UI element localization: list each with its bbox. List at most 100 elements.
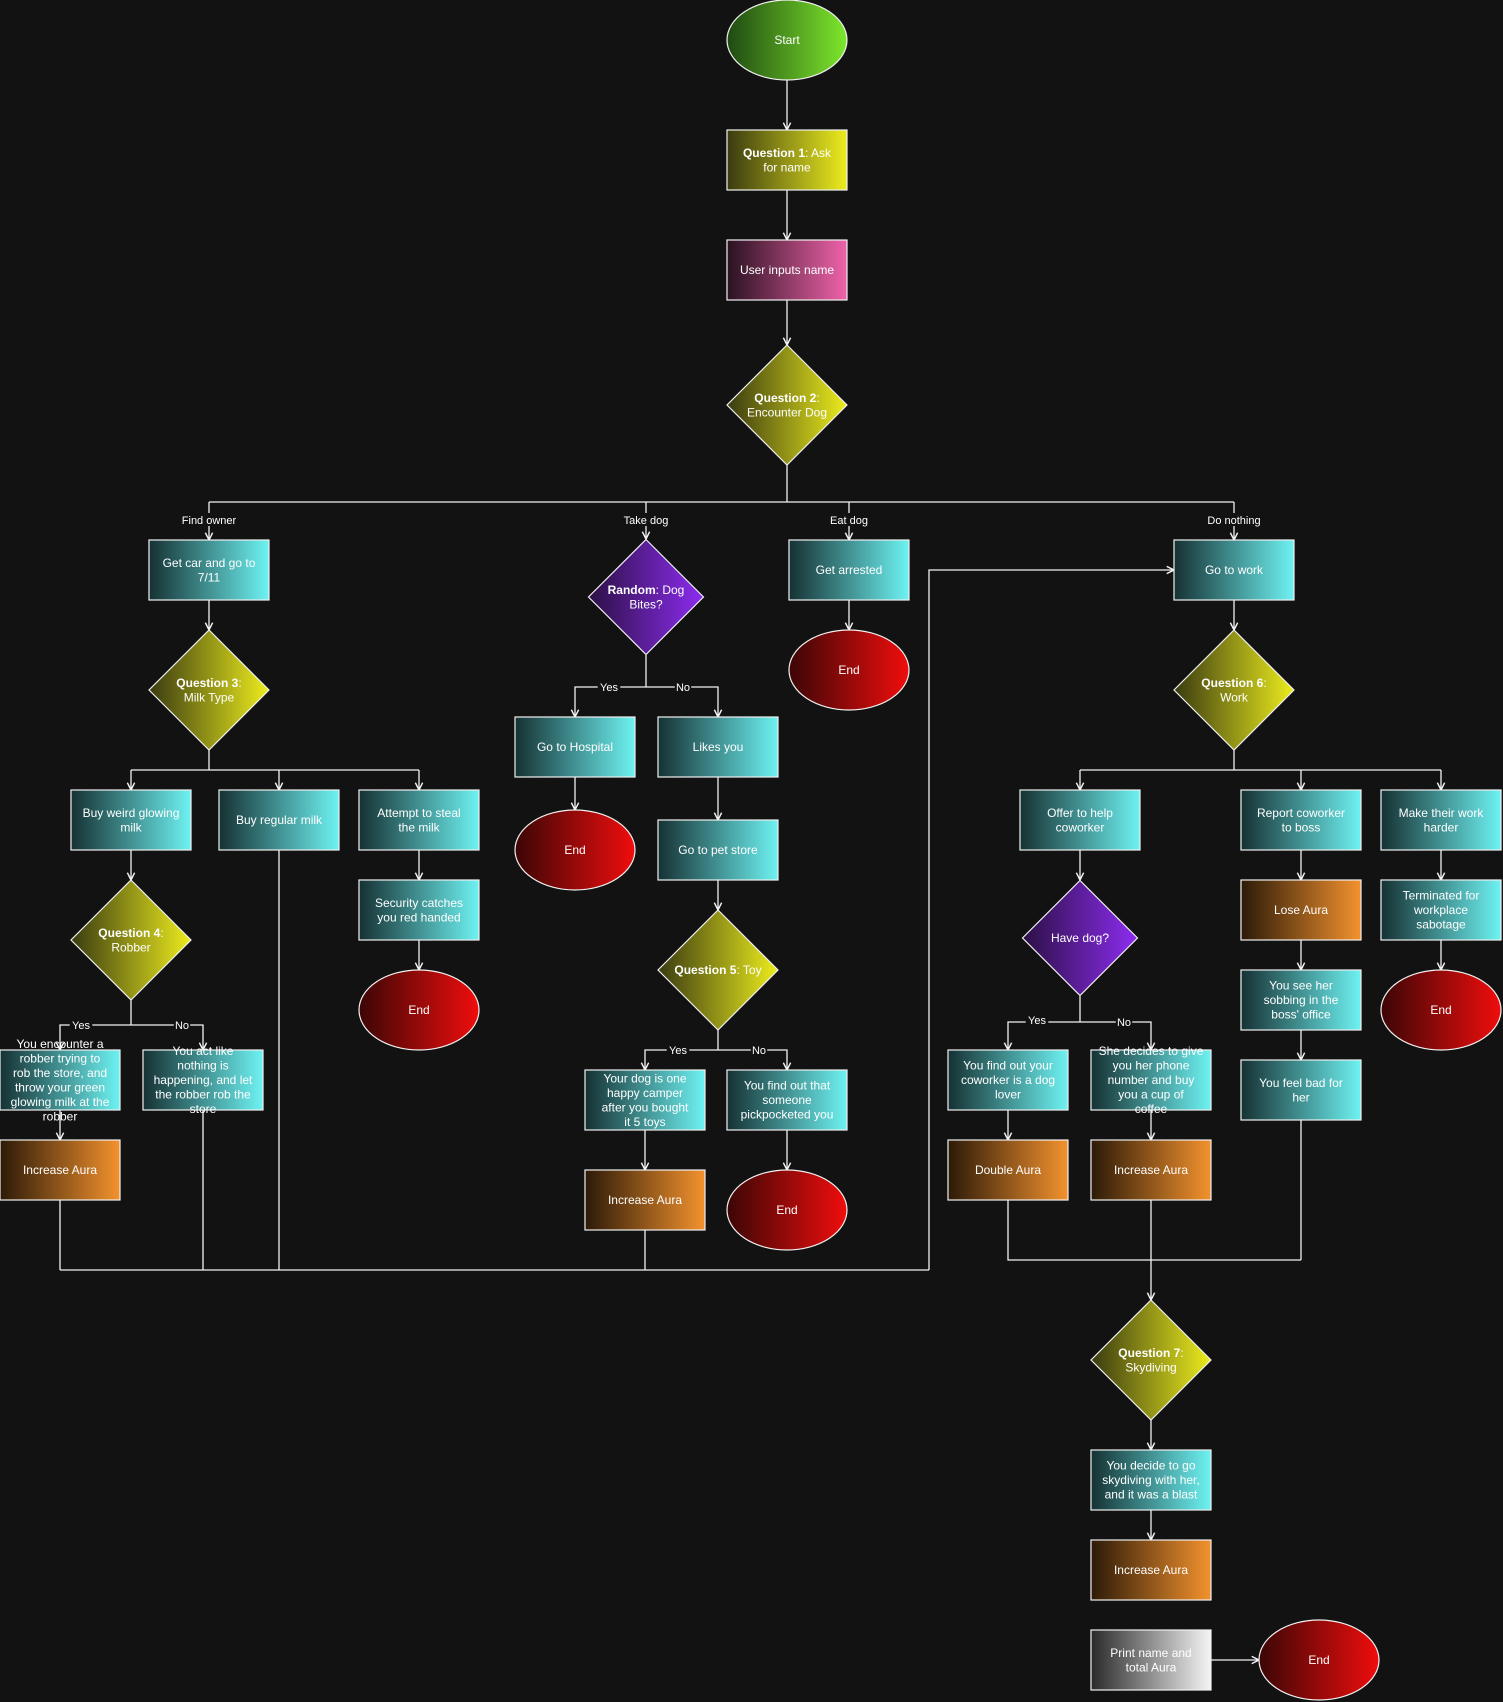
node-start: Start <box>726 0 848 81</box>
edge-label-bg <box>674 680 692 693</box>
node-shape-process <box>1240 1059 1362 1121</box>
node-shape-process <box>1240 879 1362 941</box>
node-q2: Question 2:Encounter Dog <box>726 344 848 466</box>
node-label-end-arrested: End <box>838 663 859 677</box>
node-aura-toy: Increase Aura <box>584 1169 706 1231</box>
edge-q4-no <box>131 1024 203 1050</box>
node-label-hospital: Go to Hospital <box>537 740 613 754</box>
node-end-arrested: End <box>788 629 910 711</box>
node-label-lose-aura: Lose Aura <box>1274 903 1328 917</box>
node-shape-decision <box>657 909 779 1031</box>
edge-random-yes <box>575 686 646 717</box>
node-end-hospital: End <box>514 809 636 891</box>
node-label-end-security: End <box>408 1003 429 1017</box>
node-aura-robber: Increase Aura <box>0 1139 121 1201</box>
node-end-final: End <box>1258 1619 1380 1701</box>
edge-q5-no <box>718 1049 787 1070</box>
node-label-q7: Question 7:Skydiving <box>1118 1346 1183 1375</box>
edge-havedog-no <box>1080 1021 1151 1050</box>
edge-label-find-owner: Find owner <box>182 515 237 527</box>
node-shape-terminal <box>726 1169 848 1251</box>
node-aura-skydive: Increase Aura <box>1090 1539 1212 1601</box>
node-label-aura-coffee: Increase Aura <box>1114 1163 1188 1177</box>
node-shape-process <box>1240 789 1362 851</box>
node-shape-process <box>1173 539 1295 601</box>
node-shape-process <box>657 819 779 881</box>
node-shape-process <box>1090 1629 1212 1691</box>
node-shape-process <box>1380 789 1502 851</box>
node-shape-process <box>0 1139 121 1201</box>
node-shape-process <box>0 1049 121 1111</box>
edge-label-robber-no: No <box>175 1020 189 1032</box>
node-label-aura-toy: Increase Aura <box>608 1193 682 1207</box>
node-end-pickpocket: End <box>726 1169 848 1251</box>
node-shape-process <box>218 789 340 851</box>
node-buy-regular: Buy regular milk <box>218 789 340 851</box>
edge-bus-to-work <box>928 570 1174 1270</box>
node-shape-process <box>788 539 910 601</box>
node-shape-process <box>358 789 480 851</box>
node-q7: Question 7:Skydiving <box>1090 1299 1212 1421</box>
node-label-aura-skydive: Increase Aura <box>1114 1563 1188 1577</box>
node-lose-aura: Lose Aura <box>1240 879 1362 941</box>
node-label-likes-you: Likes you <box>693 740 744 754</box>
node-label-double-aura: Double Aura <box>975 1163 1041 1177</box>
edge-label-bg <box>825 513 873 526</box>
edge-label-do-nothing: Do nothing <box>1207 515 1260 527</box>
node-double-aura: Double Aura <box>947 1139 1069 1201</box>
edge-label-bg <box>1025 1013 1049 1026</box>
node-shape-process <box>358 879 480 941</box>
node-shape-process <box>584 1169 706 1231</box>
edge-label-bg <box>750 1043 768 1056</box>
edge-label-bg <box>1115 1015 1133 1028</box>
edge-random-no <box>646 686 718 717</box>
node-shape-decision <box>587 538 705 656</box>
node-likes-you: Likes you <box>657 716 779 778</box>
node-label-q6: Question 6:Work <box>1201 676 1266 705</box>
node-label-q2: Question 2:Encounter Dog <box>747 391 827 420</box>
node-input-name: User inputs name <box>726 239 848 301</box>
node-shape-decision <box>148 629 270 751</box>
edge-label-bg <box>69 1018 93 1031</box>
node-label-buy-regular: Buy regular milk <box>236 813 323 827</box>
edge-q4-yes <box>60 1024 131 1050</box>
node-hospital: Go to Hospital <box>514 716 636 778</box>
node-q3: Question 3:Milk Type <box>148 629 270 751</box>
node-shape-terminal <box>514 809 636 891</box>
node-label-end-final: End <box>1308 1653 1329 1667</box>
node-get-arrested: Get arrested <box>788 539 910 601</box>
node-shape-process <box>148 539 270 601</box>
node-go-work: Go to work <box>1173 539 1295 601</box>
node-shape-terminal <box>788 629 910 711</box>
node-label-end-terminated: End <box>1430 1003 1451 1017</box>
node-label-get-arrested: Get arrested <box>816 563 883 577</box>
node-label-end-pickpocket: End <box>776 1203 797 1217</box>
node-shape-process <box>1090 1449 1212 1511</box>
